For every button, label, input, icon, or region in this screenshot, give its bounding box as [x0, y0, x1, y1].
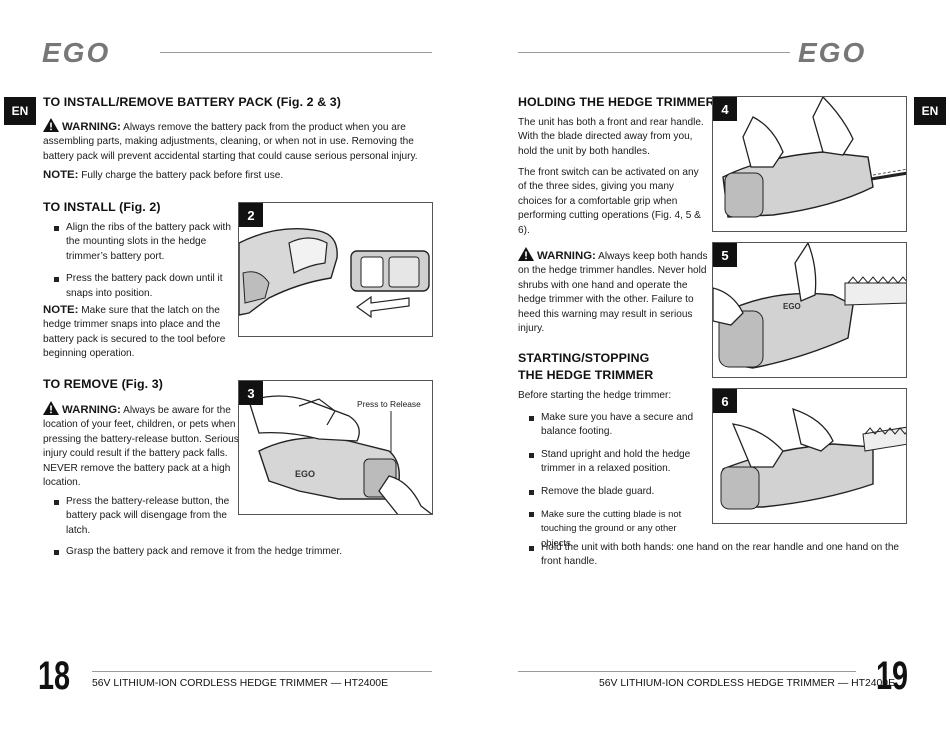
press-to-release-callout: Press to Release	[357, 399, 421, 409]
figure-3: 3 Press to Release EGO	[238, 380, 433, 515]
note-label: NOTE:	[43, 304, 79, 316]
list-item: Align the ribs of the battery pack with …	[43, 221, 239, 264]
remove-bullets-2: Grasp the battery pack and remove it fro…	[43, 545, 443, 567]
holding-warning: WARNING: Always keep both hands on the h…	[518, 247, 708, 336]
install-note: NOTE: Make sure that the latch on the he…	[43, 303, 239, 362]
remove-warning: WARNING: Always be aware for the locatio…	[43, 401, 239, 490]
figure-6: 6	[712, 388, 907, 524]
page-number-right: 19	[876, 654, 909, 698]
note-block: NOTE: Fully charge the battery pack befo…	[43, 168, 433, 183]
holding-para-2: The front switch can be activated on any…	[518, 167, 701, 236]
figure-number: 6	[713, 389, 737, 413]
list-item: Grasp the battery pack and remove it fro…	[43, 545, 443, 559]
header-rule-left	[160, 52, 432, 53]
footer-product-left: 56V LITHIUM-ION CORDLESS HEDGE TRIMMER —…	[92, 678, 389, 689]
logo-text: EGO	[295, 469, 315, 479]
warning-label: WARNING:	[62, 121, 121, 133]
footer-rule-right	[518, 671, 856, 672]
warning-text: Always remove the battery pack from the …	[43, 122, 418, 162]
figure-2: 2	[238, 202, 433, 337]
list-item: Make sure the cutting blade is not touch…	[518, 507, 708, 550]
battery-remove-illustration: EGO	[248, 395, 432, 514]
page-number-left: 18	[38, 654, 71, 698]
holding-grip-side-illustration: EGO	[713, 243, 906, 369]
starting-bullets-2: Hold the unit with both hands: one hand …	[518, 541, 913, 578]
list-item: Remove the blade guard.	[518, 485, 708, 499]
warning-icon	[518, 247, 534, 261]
remove-heading: TO REMOVE (Fig. 3)	[43, 377, 163, 391]
figure-number: 4	[713, 97, 737, 121]
figure-4: 4	[712, 96, 907, 232]
ego-logo-right: EGO	[798, 37, 908, 68]
footer-rule-left	[92, 671, 432, 672]
warning-icon	[43, 401, 59, 415]
logo-text: EGO	[783, 302, 801, 311]
language-tab-left: EN	[4, 97, 36, 125]
figure-5: 5 EGO	[712, 242, 907, 378]
holding-heading: HOLDING THE HEDGE TRIMMER	[518, 95, 715, 109]
list-item: Stand upright and hold the hedge trimmer…	[518, 448, 708, 477]
starting-heading-line1: STARTING/STOPPING	[518, 351, 650, 365]
starting-bullets: Make sure you have a secure and balance …	[518, 411, 708, 558]
note-text: Make sure that the latch on the hedge tr…	[43, 305, 226, 360]
list-item: Press the battery pack down until it sna…	[43, 272, 239, 301]
warning-label: WARNING:	[537, 250, 596, 262]
warning-text: Always keep both hands on the hedge trim…	[518, 251, 708, 335]
figure-number: 2	[239, 203, 263, 227]
list-item: Hold the unit with both hands: one hand …	[518, 541, 913, 570]
figure-number: 3	[239, 381, 263, 405]
holding-grip-top-illustration	[722, 97, 906, 218]
install-bullets: Align the ribs of the battery pack with …	[43, 221, 239, 309]
list-item: Press the battery-release button, the ba…	[43, 495, 239, 538]
holding-grip-front-illustration	[720, 408, 906, 510]
note-text: Fully charge the battery pack before fir…	[81, 170, 284, 181]
language-tab-right: EN	[914, 97, 946, 125]
logo-text: EGO	[798, 38, 866, 68]
footer-product-right: 56V LITHIUM-ION CORDLESS HEDGE TRIMMER —…	[599, 678, 896, 689]
logo-text: EGO	[42, 38, 110, 68]
starting-intro: Before starting the hedge trimmer:	[518, 390, 672, 401]
figure-number: 5	[713, 243, 737, 267]
remove-bullets: Press the battery-release button, the ba…	[43, 495, 239, 546]
install-heading: TO INSTALL (Fig. 2)	[43, 200, 161, 214]
section-title: TO INSTALL/REMOVE BATTERY PACK (Fig. 2 &…	[43, 95, 342, 109]
battery-install-illustration	[239, 228, 430, 319]
holding-para-1: The unit has both a front and rear handl…	[518, 117, 704, 157]
header-rule-right	[518, 52, 790, 53]
warning-label: WARNING:	[62, 404, 121, 416]
ego-logo-left: EGO	[42, 37, 152, 68]
warning-icon	[43, 118, 59, 132]
warning-block: WARNING: Always remove the battery pack …	[43, 118, 433, 164]
note-label: NOTE:	[43, 169, 79, 181]
list-item: Make sure you have a secure and balance …	[518, 411, 708, 440]
warning-text: Always be aware for the location of your…	[43, 405, 239, 489]
starting-heading-line2: THE HEDGE TRIMMER	[518, 368, 654, 382]
